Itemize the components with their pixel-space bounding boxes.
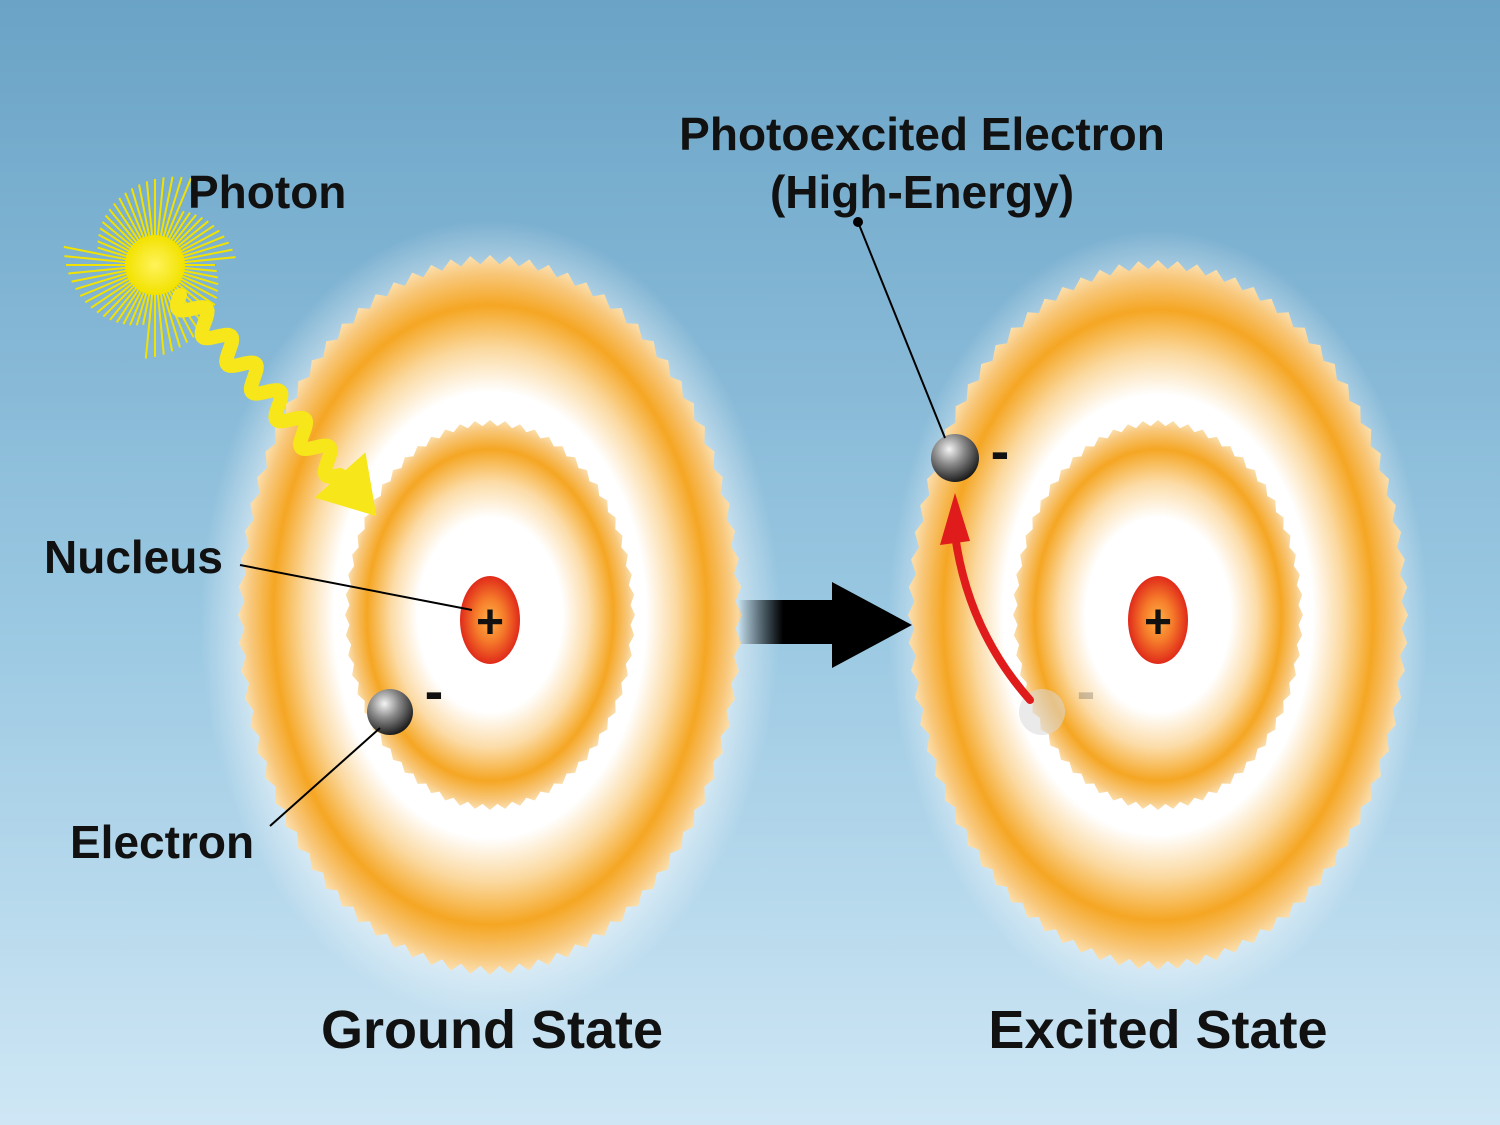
electron: [367, 689, 413, 735]
sun-icon: [63, 176, 236, 359]
transition-arrowhead: [940, 493, 970, 545]
photon-arrowhead: [314, 452, 377, 517]
electron-charge: -: [425, 659, 444, 722]
nucleus-charge: +: [1144, 596, 1172, 649]
state-arrow-icon: [738, 582, 912, 668]
photon-wave-icon: [170, 288, 347, 484]
photoexcited-label-line2: (High-Energy): [770, 166, 1074, 218]
photon-label: Photon: [188, 166, 346, 218]
electron-leader-line: [269, 727, 381, 827]
photoexcited-leader-dot: [853, 217, 863, 227]
excited-state-label: Excited State: [988, 1000, 1327, 1060]
ground-state-atom: + -: [200, 220, 780, 1020]
photoexcited-leader-line: [857, 221, 946, 439]
electron-label: Electron: [70, 816, 254, 868]
excited-state-atom: + - -: [888, 230, 1428, 1010]
photoexcited-electron: [931, 434, 979, 482]
transition-arrow: [951, 531, 1034, 704]
nucleus: [460, 576, 520, 664]
photoexcited-label-line1: Photoexcited Electron: [679, 108, 1165, 160]
ground-state-label: Ground State: [321, 1000, 663, 1060]
previous-electron-charge: -: [1077, 659, 1096, 722]
nucleus-leader-line: [239, 564, 473, 611]
nucleus-label: Nucleus: [44, 531, 223, 583]
photoexcited-electron-charge: -: [991, 419, 1010, 482]
nucleus-charge: +: [476, 596, 504, 649]
nucleus: [1128, 576, 1188, 664]
